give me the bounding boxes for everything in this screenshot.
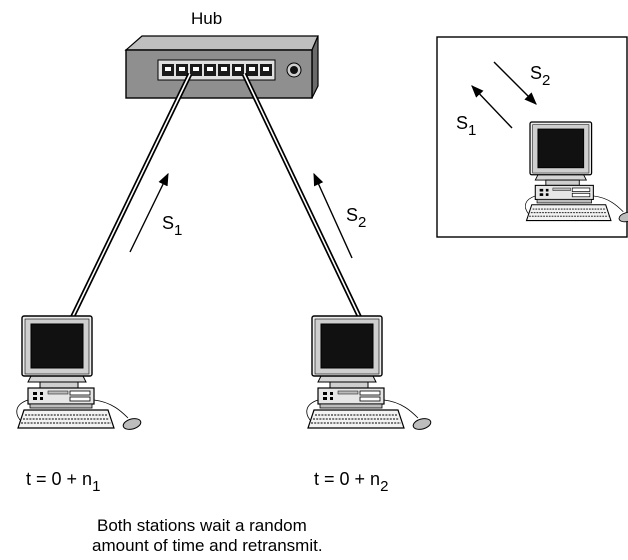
inset-arrow-up [471,85,513,129]
arrow-label-s2-symbol: S [346,205,359,225]
cable-right [241,72,363,320]
station-left-time-sub: 1 [92,478,101,495]
computer-left [16,315,143,432]
computer-right [306,315,433,432]
cable-left [69,72,193,320]
inset-arrow-down [493,61,537,105]
station-right-time-sub: 2 [380,478,389,495]
arrow-label-s2-sub: 2 [358,214,367,231]
caption-line-2: amount of time and retransmit. [92,536,323,555]
hub-device [124,35,319,99]
inset-label-s2-sub: 2 [542,72,551,89]
station-left-time-text: t = 0 + n [26,469,93,489]
arrow-label-s1-symbol: S [162,213,175,233]
arrow-label-s1-sub: 1 [174,222,183,239]
arrow-label-s1: S1 [162,213,182,238]
arrow-s1 [129,172,169,253]
arrow-label-s2: S2 [346,205,366,230]
station-right-time: t = 0 + n2 [314,469,388,494]
inset-label-s2-symbol: S [530,63,543,83]
inset-label-s1-symbol: S [456,113,469,133]
caption-line-1: Both stations wait a random [97,516,307,535]
station-right-time-text: t = 0 + n [314,469,381,489]
station-left-time: t = 0 + n1 [26,469,100,494]
inset-label-s1: S1 [456,113,476,138]
inset-label-s2: S2 [530,63,550,88]
hub-label: Hub [191,9,223,28]
arrow-s2 [313,172,353,259]
inset-label-s1-sub: 1 [468,122,477,139]
